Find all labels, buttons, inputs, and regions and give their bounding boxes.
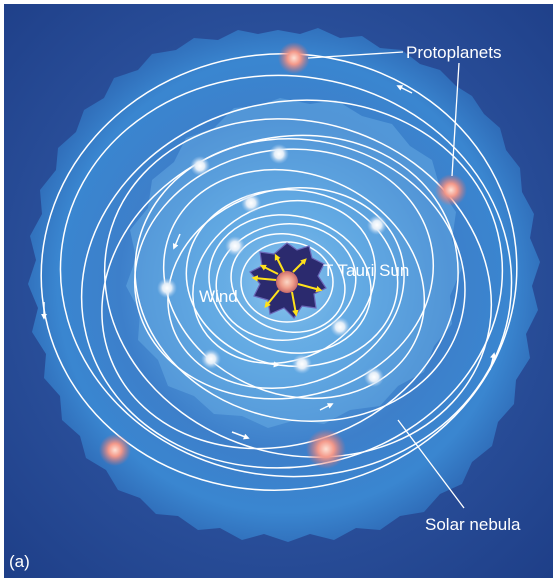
orbit-path-14	[230, 232, 346, 334]
orbit-path-12	[208, 214, 372, 354]
planetesimal	[269, 144, 289, 164]
protoplanet	[99, 434, 131, 466]
arrowhead-icon	[231, 431, 250, 440]
protoplanets	[99, 42, 467, 469]
arrowhead-icon	[396, 85, 413, 94]
planetesimal	[201, 349, 221, 369]
wind-arrows	[251, 253, 323, 317]
label-t-tauri-sun: T Tauri Sun	[323, 261, 409, 280]
protoplanet	[435, 174, 467, 206]
protoplanet	[306, 429, 346, 469]
arrow-icon	[292, 258, 307, 273]
orbit-path-6	[134, 138, 466, 422]
planetesimal	[367, 215, 387, 235]
orbit-path-8	[162, 168, 426, 400]
orbit-path-4	[103, 118, 493, 458]
arrowhead-icon	[172, 233, 181, 250]
label-wind: Wind	[199, 287, 238, 306]
arrow-icon	[264, 289, 280, 308]
planetesimal	[157, 278, 177, 298]
arrowhead-icon	[489, 352, 496, 371]
arrow-icon	[259, 264, 279, 275]
orbit-path-1	[40, 53, 518, 491]
planetesimals	[157, 144, 387, 387]
planetesimal	[225, 236, 245, 256]
arrow-icon	[274, 253, 285, 273]
orbit-path-7	[133, 148, 435, 400]
planetesimal	[190, 156, 210, 176]
orbit-path-15	[240, 241, 334, 323]
planetesimal	[364, 367, 384, 387]
arrowhead-icon	[319, 403, 334, 411]
arrow-icon	[291, 291, 299, 317]
leader-line-protoplanets-2	[451, 62, 460, 177]
leader-lines	[307, 51, 465, 509]
leader-line-solar-nebula	[397, 419, 465, 509]
label-protoplanets: Protoplanets	[406, 43, 501, 62]
sun-icon	[276, 271, 298, 293]
orbit-path-2	[59, 74, 513, 478]
planetesimal	[330, 317, 350, 337]
arrowhead-icon	[263, 361, 280, 368]
leader-line-protoplanets-1	[307, 51, 404, 59]
label-solar-nebula: Solar nebula	[425, 515, 521, 534]
planetesimal	[292, 354, 312, 374]
protoplanet	[278, 42, 310, 74]
t-tauri-sun	[249, 242, 327, 319]
arrow-icon	[251, 275, 277, 282]
panel-label: (a)	[9, 552, 30, 571]
planetesimal	[241, 193, 261, 213]
orbit-direction-arrows	[41, 85, 496, 440]
orbit-path-13	[215, 222, 357, 342]
arrow-icon	[297, 283, 323, 293]
